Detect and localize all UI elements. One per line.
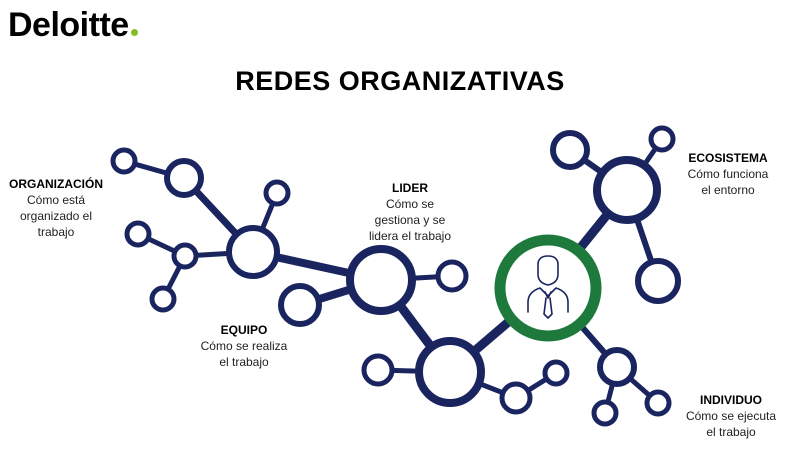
- network-node: [648, 125, 676, 153]
- network-node: [346, 245, 416, 315]
- network-node: [278, 283, 322, 327]
- network-node: [164, 158, 204, 198]
- network-node: [591, 399, 619, 427]
- logo-dot: [130, 29, 138, 36]
- label-ecosistema: ECOSISTEMA Cómo funciona el entorno: [672, 150, 784, 198]
- network-node: [550, 130, 590, 170]
- network-node: [542, 359, 570, 387]
- label-organizacion-desc: Cómo está organizado el trabajo: [19, 193, 93, 239]
- network-node: [171, 242, 199, 270]
- network-node: [361, 353, 395, 387]
- businessman-icon: [527, 255, 569, 319]
- network-node: [415, 337, 485, 407]
- network-node: [149, 285, 177, 313]
- logo-text: Deloitte: [8, 6, 129, 44]
- label-equipo-desc: Cómo se realiza el trabajo: [200, 339, 288, 369]
- label-organizacion: ORGANIZACIÓN Cómo está organizado el tra…: [2, 176, 110, 240]
- label-organizacion-heading: ORGANIZACIÓN: [9, 177, 103, 191]
- network-node: [124, 220, 152, 248]
- network-node: [499, 381, 533, 415]
- center-node-ring: [494, 234, 602, 342]
- network-node: [435, 259, 469, 293]
- network-node: [635, 258, 681, 304]
- network-node: [593, 156, 661, 224]
- label-lider-heading: LIDER: [392, 181, 428, 195]
- center-node: [494, 234, 602, 342]
- deloitte-logo: Deloitte: [8, 6, 138, 45]
- label-individuo-desc: Cómo se ejecuta el trabajo: [685, 409, 777, 439]
- label-ecosistema-desc: Cómo funciona el entorno: [687, 167, 769, 197]
- label-equipo: EQUIPO Cómo se realiza el trabajo: [184, 322, 304, 370]
- network-node: [226, 225, 280, 279]
- label-individuo-heading: INDIVIDUO: [699, 393, 762, 407]
- network-nodes: [110, 125, 681, 427]
- label-individuo: INDIVIDUO Cómo se ejecuta el trabajo: [672, 392, 790, 440]
- label-equipo-heading: EQUIPO: [220, 323, 268, 337]
- network-node: [644, 389, 672, 417]
- page-title: REDES ORGANIZATIVAS: [235, 66, 565, 96]
- network-node: [597, 347, 637, 387]
- network-node: [263, 179, 291, 207]
- label-ecosistema-heading: ECOSISTEMA: [688, 151, 768, 165]
- network-node: [110, 147, 138, 175]
- label-lider-desc: Cómo se gestiona y se lidera el trabajo: [368, 197, 452, 243]
- label-lider: LIDER Cómo se gestiona y se lidera el tr…: [355, 180, 465, 244]
